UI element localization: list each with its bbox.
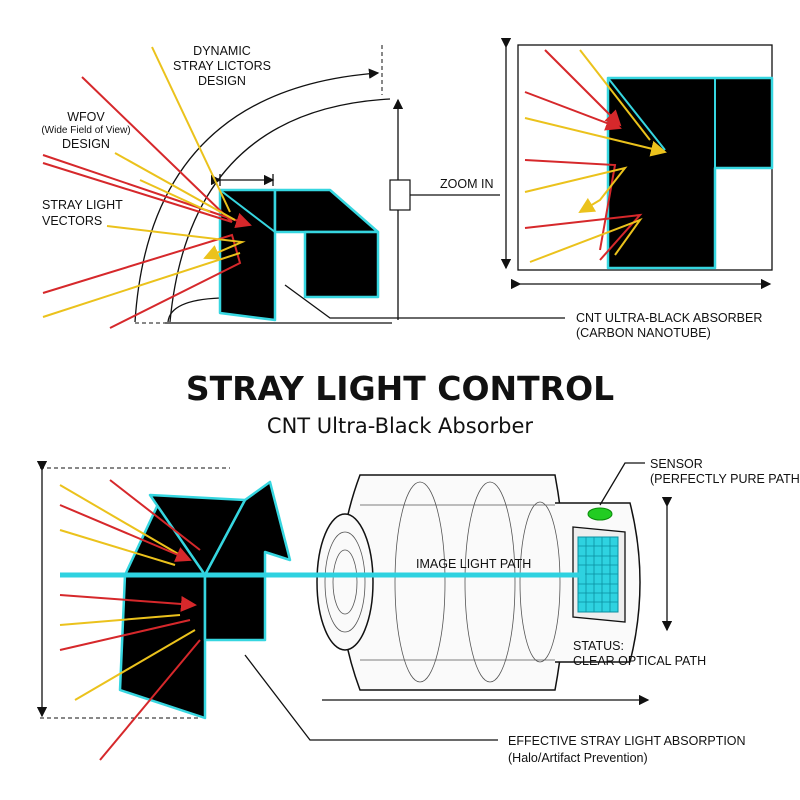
wfov-label-2: (Wide Field of View) (41, 125, 130, 136)
wfov-label-1: WFOV (67, 110, 105, 124)
absorber-leader-line (284, 284, 565, 319)
dynamic-label-1: DYNAMIC (193, 44, 251, 58)
top-cnt-absorber (218, 188, 380, 322)
sensor-label-2: (PERFECTLY PURE PATH) (650, 472, 800, 486)
status-label-2: CLEAR OPTICAL PATH (573, 654, 706, 668)
sensor-leader-line (599, 462, 645, 506)
top-stray-light-rays (42, 46, 252, 329)
sensor-led (587, 507, 613, 521)
absorption-leader-line (244, 654, 498, 741)
zoom-in-label: ZOOM IN (440, 177, 493, 191)
absorption-label-1: EFFECTIVE STRAY LIGHT ABSORPTION (508, 734, 746, 748)
absorption-label-2: (Halo/Artifact Prevention) (508, 751, 648, 765)
zoom-target-box (389, 179, 411, 211)
absorber-label-2: (CARBON NANOTUBE) (576, 326, 711, 340)
top-field-of-view-arcs (134, 45, 500, 324)
sensor-label-1: SENSOR (650, 457, 703, 471)
page-subtitle: CNT Ultra-Black Absorber (267, 414, 534, 438)
vectors-label-2: VECTORS (42, 214, 102, 228)
page-title: STRAY LIGHT CONTROL (186, 369, 614, 408)
absorber-label-1: CNT ULTRA-BLACK ABSORBER (576, 311, 762, 325)
bottom-stray-light-rays (59, 479, 201, 761)
dynamic-label-3: DESIGN (198, 74, 246, 88)
status-label-1: STATUS: (573, 639, 624, 653)
zoom-in-panel (500, 37, 774, 290)
image-light-path-label: IMAGE LIGHT PATH (416, 557, 531, 571)
bottom-dimension-lines (36, 460, 230, 719)
vectors-label-1: STRAY LIGHT (42, 198, 123, 212)
bottom-cnt-absorber (118, 480, 292, 720)
dynamic-label-2: STRAY LICTORS (173, 59, 271, 73)
wfov-label-3: DESIGN (62, 137, 110, 151)
